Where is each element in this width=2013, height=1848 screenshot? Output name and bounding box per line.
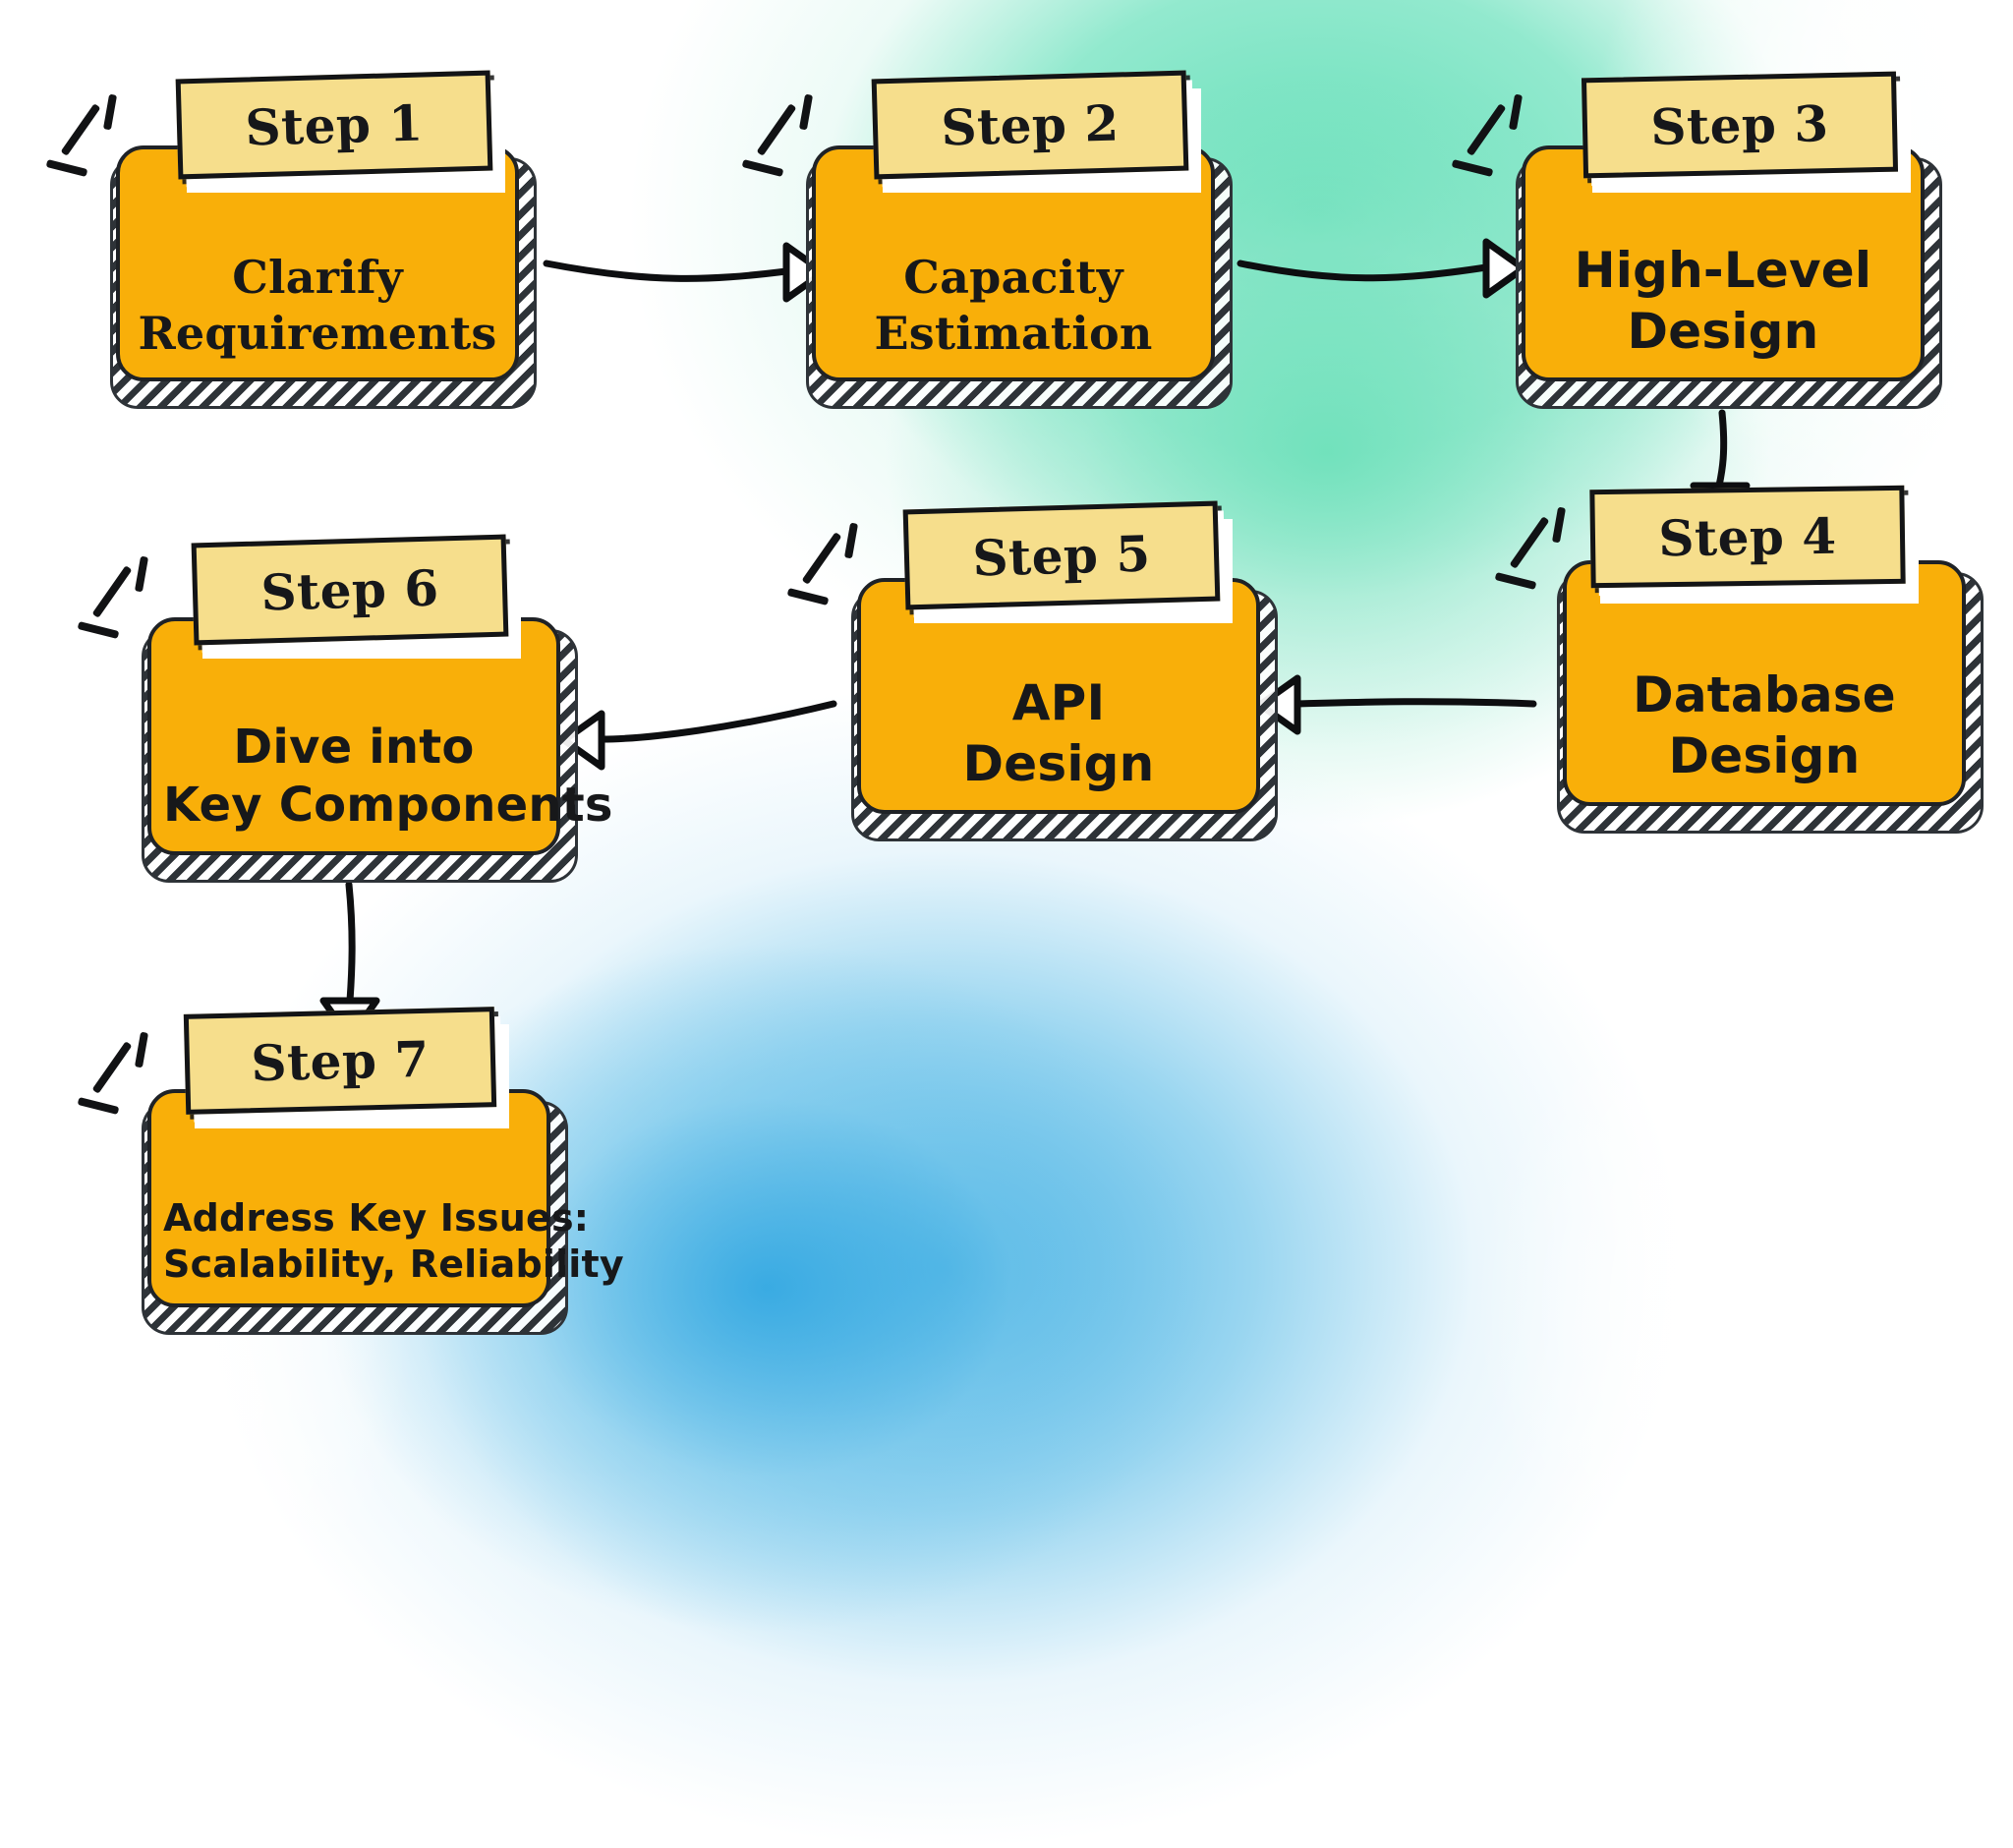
node-step-label[interactable]: Step 6 bbox=[191, 534, 509, 646]
node-body-text: Address Key Issues:Scalability, Reliabil… bbox=[151, 1195, 624, 1303]
node-body-line: Database bbox=[1633, 666, 1896, 723]
node-body-line: API bbox=[1011, 674, 1106, 731]
node-step-label-text: Step 7 bbox=[250, 1029, 431, 1092]
node-body-line: Capacity bbox=[903, 250, 1123, 304]
node-body-line: Design bbox=[1668, 727, 1861, 784]
node-body-line: Address Key Issues: bbox=[163, 1195, 590, 1240]
node-step-label[interactable]: Step 2 bbox=[871, 70, 1189, 180]
node-step-label-text: Step 4 bbox=[1658, 506, 1837, 567]
node-step-label-text: Step 2 bbox=[940, 92, 1121, 157]
node-body-line: High-Level bbox=[1574, 242, 1872, 299]
node-step-label[interactable]: Step 4 bbox=[1589, 485, 1906, 589]
node-body-line: Design bbox=[1627, 303, 1819, 360]
node-step-label[interactable]: Step 5 bbox=[902, 500, 1221, 610]
node-body-line: Scalability, Reliability bbox=[163, 1242, 624, 1286]
node-step-label-text: Step 6 bbox=[259, 557, 440, 622]
node-body-line: Key Components bbox=[163, 778, 613, 834]
node-step-label-text: Step 5 bbox=[971, 523, 1152, 588]
node-body-line: Design bbox=[962, 735, 1155, 792]
node-step-label[interactable]: Step 3 bbox=[1581, 71, 1899, 179]
node-body-line: Estimation bbox=[874, 306, 1153, 360]
node-body-line: Clarify bbox=[232, 250, 403, 304]
node-step-label-text: Step 3 bbox=[1649, 93, 1830, 156]
node-step-label[interactable]: Step 1 bbox=[175, 70, 493, 180]
flow-node-step7[interactable]: Address Key Issues:Scalability, Reliabil… bbox=[77, 1007, 624, 1335]
node-body-line: Requirements bbox=[138, 306, 497, 360]
node-step-label-text: Step 1 bbox=[244, 92, 425, 157]
node-step-label[interactable]: Step 7 bbox=[183, 1007, 497, 1115]
node-body-line: Dive into bbox=[233, 719, 475, 775]
